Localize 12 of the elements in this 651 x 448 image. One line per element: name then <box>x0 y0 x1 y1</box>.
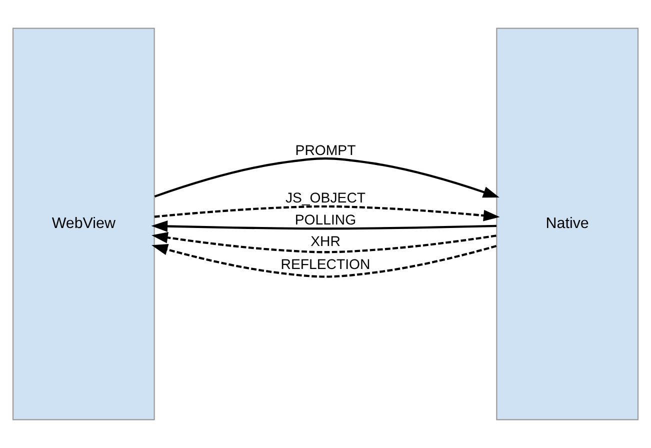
arrow <box>154 205 500 222</box>
edge-label: REFLECTION <box>280 256 370 272</box>
arrow <box>154 157 500 198</box>
edge-label: PROMPT <box>295 142 356 158</box>
arrow <box>152 232 496 254</box>
node-box: Native <box>496 28 639 420</box>
edge-label: XHR <box>310 233 340 250</box>
edge-label: POLLING <box>294 211 356 228</box>
edge-label: JS_OBJECT <box>285 190 366 206</box>
arrow <box>151 244 497 278</box>
arrow <box>151 220 496 232</box>
node-box: WebView <box>12 28 155 420</box>
